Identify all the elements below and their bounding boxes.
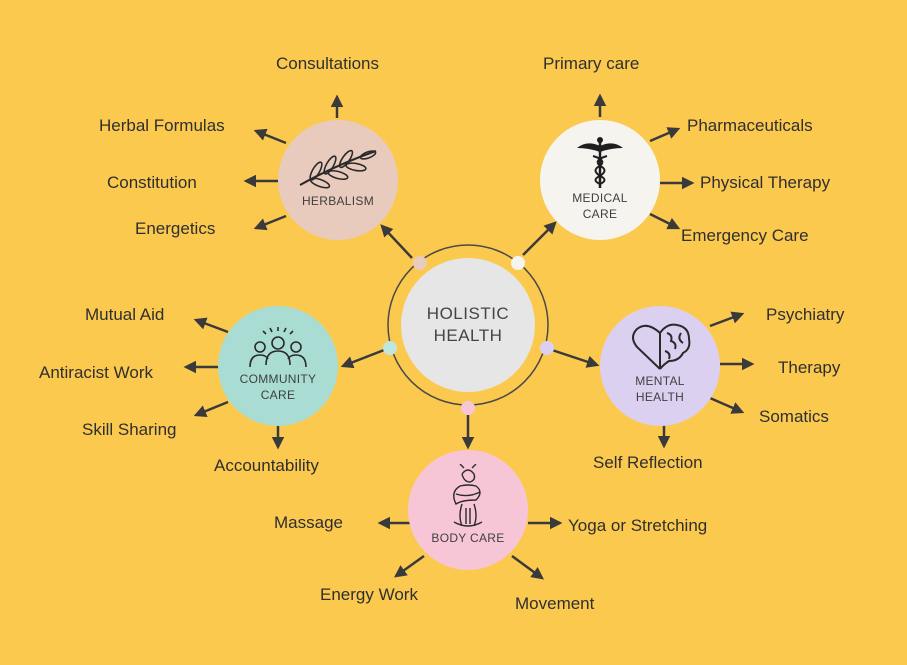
arrow-to-herbalism [380,224,413,259]
community-care-label: COMMUNITY CARE [239,372,317,402]
ring-dot-community [383,341,397,355]
mental-health-node: MENTAL HEALTH [600,306,720,426]
group-people-icon [249,327,307,368]
mental-health-label: MENTAL HEALTH [635,374,685,404]
leaf-consultations: Consultations [276,54,380,73]
arrow-movement [511,554,545,580]
leaf-psychiatry: Psychiatry [766,305,845,324]
arrow-emergency-care [649,212,681,230]
leaf-somatics: Somatics [759,407,829,426]
arrow-pharmaceuticals [649,127,681,143]
arrow-to-medical [522,221,557,256]
arrow-energy-work [393,554,425,578]
medical-care-node: MEDICAL CARE [540,120,660,240]
medical-care-label: MEDICAL CARE [572,191,628,221]
arrow-herbal-formulas [253,128,287,145]
leaf-primary-care: Primary care [543,54,640,73]
leaf-constitution: Constitution [107,173,197,192]
leaf-physical-therapy: Physical Therapy [700,173,831,192]
leaf-mutual-aid: Mutual Aid [85,305,165,324]
leaf-herbal-formulas: Herbal Formulas [99,116,225,135]
leaf-massage: Massage [274,513,343,532]
leaf-movement: Movement [515,594,595,613]
arrow-to-community [340,348,385,369]
herbalism-label: HERBALISM [301,194,375,208]
leaf-yoga-or-stretching: Yoga or Stretching [568,516,708,535]
center-title: HOLISTIC HEALTH [426,304,510,345]
body-care-label: BODY CARE [431,531,505,545]
arrow-energetics [253,214,287,231]
leaf-antiracist-work: Antiracist Work [39,363,153,382]
leaf-energetics: Energetics [135,219,216,238]
herbalism-node: HERBALISM [278,120,398,240]
arrow-mutual-aid [193,317,229,334]
olive-branch-icon [299,149,377,189]
leaf-energy-work: Energy Work [320,585,418,604]
arrow-somatics [709,396,745,414]
heart-brain-icon [632,323,691,370]
self-hug-figure-icon [453,464,483,527]
leaf-emergency-care: Emergency Care [681,226,809,245]
leaf-pharmaceuticals: Pharmaceuticals [687,116,813,135]
ring-dot-mental [540,341,554,355]
caduceus-icon [577,137,623,188]
leaf-self-reflection: Self Reflection [593,453,703,472]
arrow-skill-sharing [193,400,229,418]
community-care-node: COMMUNITY CARE [218,306,338,426]
arrow-psychiatry [709,311,745,328]
center-node: HOLISTIC HEALTH [401,258,535,392]
ring-dot-body [461,401,475,415]
ring-dot-herbalism [413,256,427,270]
leaf-therapy: Therapy [778,358,841,377]
ring-dot-medical [511,256,525,270]
arrow-to-mental [551,348,600,368]
body-care-node: BODY CARE [408,450,528,570]
leaf-skill-sharing: Skill Sharing [82,420,177,439]
leaf-accountability: Accountability [214,456,319,475]
